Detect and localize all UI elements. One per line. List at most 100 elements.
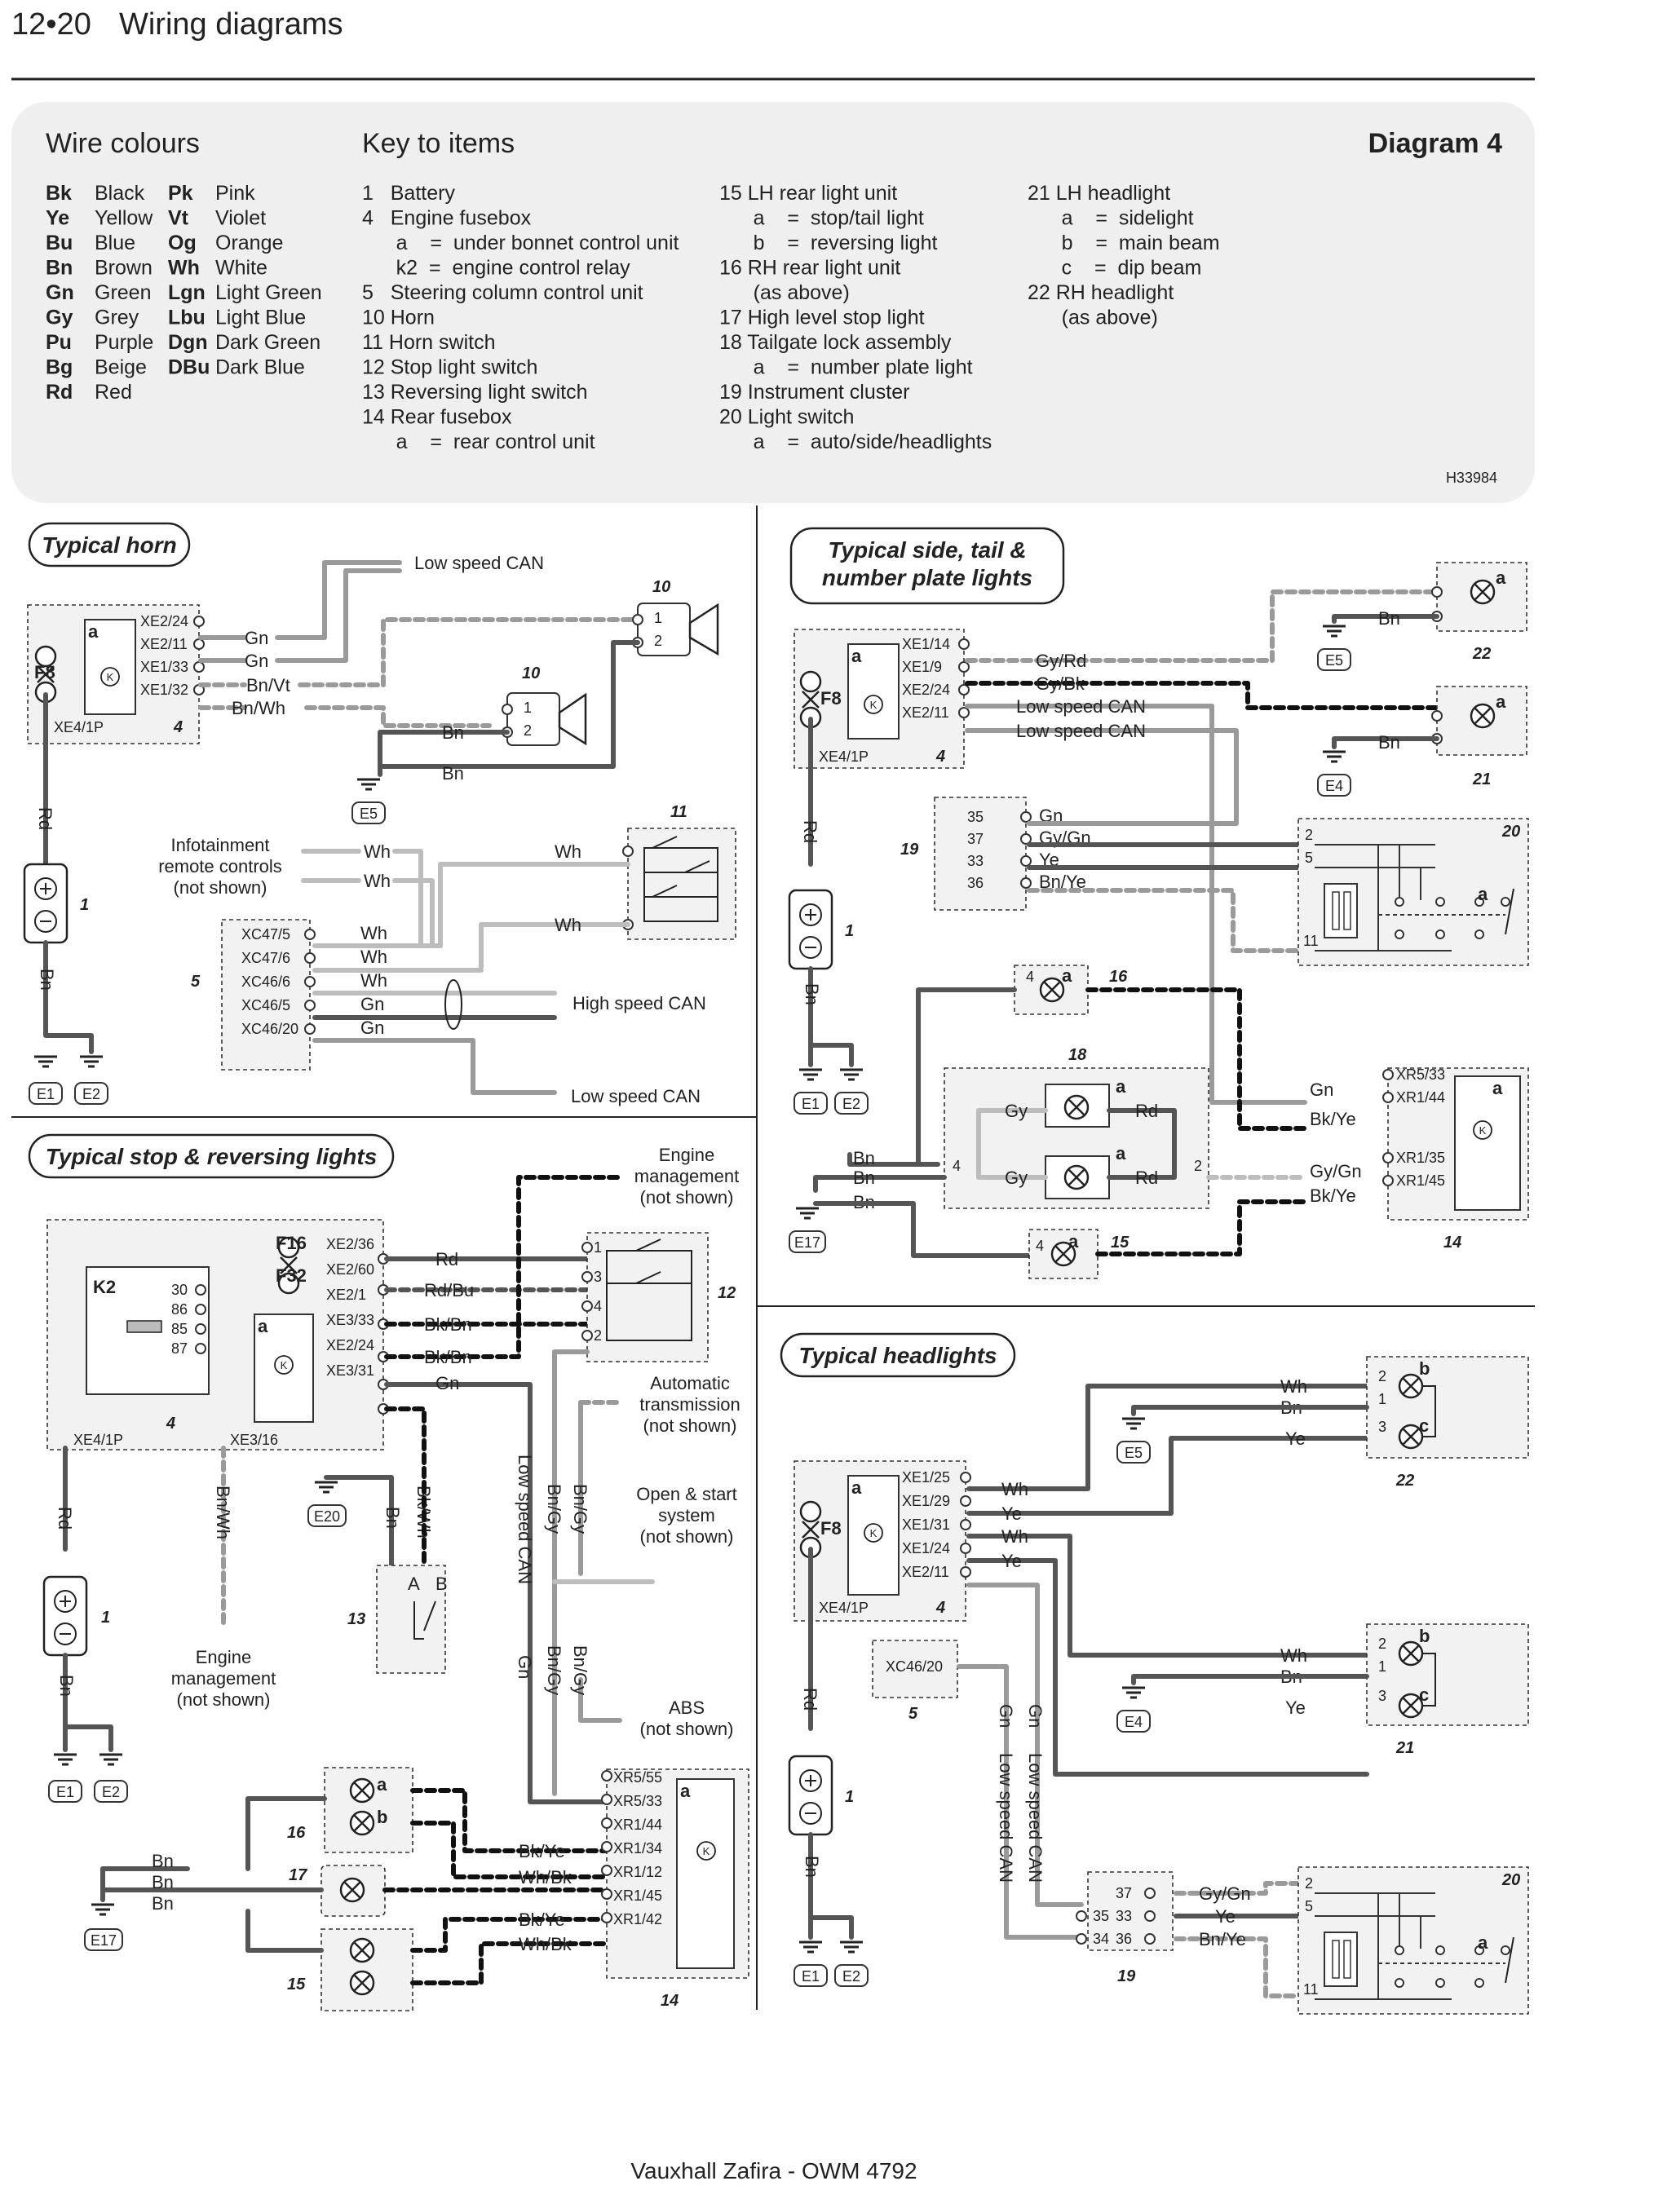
- pin-label: 4: [1036, 1238, 1044, 1254]
- pin: [958, 638, 970, 650]
- pin-label: XR5/55: [613, 1769, 662, 1786]
- key-item: 18 Tailgate lock assembly: [719, 331, 952, 354]
- key-item: b = reversing light: [719, 232, 938, 254]
- note-text: Open & start: [636, 1484, 737, 1504]
- wire-bn: [378, 640, 640, 769]
- pin-label: XE2/1: [326, 1287, 366, 1303]
- pin: [304, 952, 316, 964]
- wire-label: Bn: [37, 969, 57, 991]
- wire-whbk: [410, 1941, 609, 1985]
- colour-name: Brown: [95, 257, 153, 280]
- wire-lowcan: [275, 560, 402, 640]
- colour-code: Wh: [168, 257, 200, 280]
- wire-bn: [1332, 614, 1439, 624]
- item-number: 10: [522, 664, 540, 682]
- wire-bn: [813, 1175, 947, 1193]
- key-item: (as above): [719, 281, 850, 304]
- item-number: 19: [1117, 1967, 1136, 1985]
- pin-label: XE2/11: [902, 1564, 949, 1580]
- pin-label: 86: [171, 1301, 188, 1318]
- note-text: (not shown): [640, 1719, 734, 1739]
- pin-label: XR5/33: [1396, 1066, 1445, 1083]
- wire-label: Gy/Bk: [1036, 673, 1085, 694]
- pin-label: XC47/6: [241, 950, 290, 966]
- note-text: management: [634, 1166, 739, 1186]
- pin-label: XE1/29: [902, 1493, 950, 1509]
- note-text: Engine: [196, 1647, 252, 1667]
- key-item: 13 Reversing light switch: [362, 381, 588, 404]
- control-unit-icon: [864, 695, 883, 714]
- wire-wh: [479, 922, 630, 969]
- colour-code: Og: [168, 232, 197, 254]
- wire-label: Gy/Gn: [1199, 1883, 1251, 1904]
- wire-label: Wh: [360, 923, 387, 943]
- control-unit-icon: [274, 1355, 294, 1375]
- colour-code: Lbu: [168, 307, 206, 329]
- colour-code: Pk: [168, 182, 193, 205]
- can-label: High speed CAN: [572, 993, 706, 1013]
- ground-tag: [29, 1082, 63, 1105]
- item-number: 16: [1109, 968, 1128, 986]
- svg-text:3: 3: [1378, 1419, 1386, 1435]
- pin-label: 4: [953, 1158, 961, 1174]
- key-item: a = rear control unit: [362, 430, 595, 453]
- key-item: a = number plate light: [719, 356, 973, 379]
- key-item: b = main beam: [1028, 232, 1220, 254]
- pin-label: XR1/42: [613, 1911, 662, 1927]
- can-label: Low speed CAN: [1025, 1753, 1045, 1883]
- ground-icon: [356, 778, 382, 791]
- wire-bn: [43, 940, 94, 1054]
- wire-label: Bn/Wh: [232, 698, 285, 718]
- svg-text:1: 1: [1378, 1391, 1386, 1407]
- note-text: (not shown): [640, 1187, 734, 1208]
- pin-label: 2: [1305, 827, 1313, 843]
- pin: [601, 1865, 612, 1876]
- wire-gn: [384, 1382, 609, 1804]
- wire-bnvt: [298, 617, 640, 687]
- wire-label: Wh: [364, 871, 391, 891]
- item-number: 10: [652, 578, 670, 596]
- pin-label: 4: [1026, 969, 1034, 985]
- wire-label: Wh: [1001, 1479, 1028, 1499]
- wire-bkbn: [384, 1175, 624, 1359]
- battery-icon: [788, 1755, 833, 1836]
- wire-wh: [966, 1384, 1369, 1491]
- wire-bn: [245, 1796, 327, 1871]
- reference-code: H33984: [1446, 470, 1497, 486]
- wire-label: Gy: [1005, 1101, 1028, 1121]
- colour-name: Dark Green: [215, 331, 320, 354]
- pin-label: 5: [1305, 850, 1313, 866]
- item-number: 1: [845, 1788, 854, 1806]
- instrument-cluster-19: [1087, 1871, 1174, 1951]
- key-item: 20 Light switch: [719, 406, 854, 429]
- colour-name: Grey: [95, 307, 139, 329]
- wire-label: Wh/Bk: [519, 1867, 572, 1887]
- reversing-lamp: [349, 1810, 375, 1836]
- wire-gy: [976, 1108, 1048, 1180]
- number-plate-lamp: [1063, 1094, 1090, 1120]
- can-label: Low speed CAN: [571, 1086, 701, 1106]
- lh-headlight-21: [1366, 1623, 1529, 1726]
- pin-label: XE2/11: [902, 704, 949, 721]
- item-number: 17: [289, 1866, 307, 1884]
- section-horn: Typical horn a F8 XE4/1P 4 XE2/24XE2/11X…: [23, 522, 736, 1106]
- wire-bkye: [410, 1917, 609, 1953]
- item-number: 19: [900, 841, 919, 859]
- wire-label: Bn: [853, 1148, 875, 1168]
- wire-label: Bk/Ye: [1310, 1185, 1356, 1206]
- ground-label: E1: [802, 1968, 820, 1985]
- wire-label: Gn: [996, 1704, 1016, 1728]
- item-number: 21: [1395, 1739, 1414, 1757]
- side-title-2: number plate lights: [822, 565, 1032, 590]
- colour-name: Purple: [95, 331, 153, 354]
- pin-label: 2: [1305, 1875, 1313, 1892]
- wire-wh: [312, 943, 557, 996]
- wire-lowcan: [965, 728, 1239, 826]
- wire-wh: [392, 849, 435, 948]
- wire-bkye: [1095, 1199, 1307, 1256]
- wire-bkwh: [384, 1406, 427, 1486]
- pin-label: 11: [1303, 1981, 1319, 1998]
